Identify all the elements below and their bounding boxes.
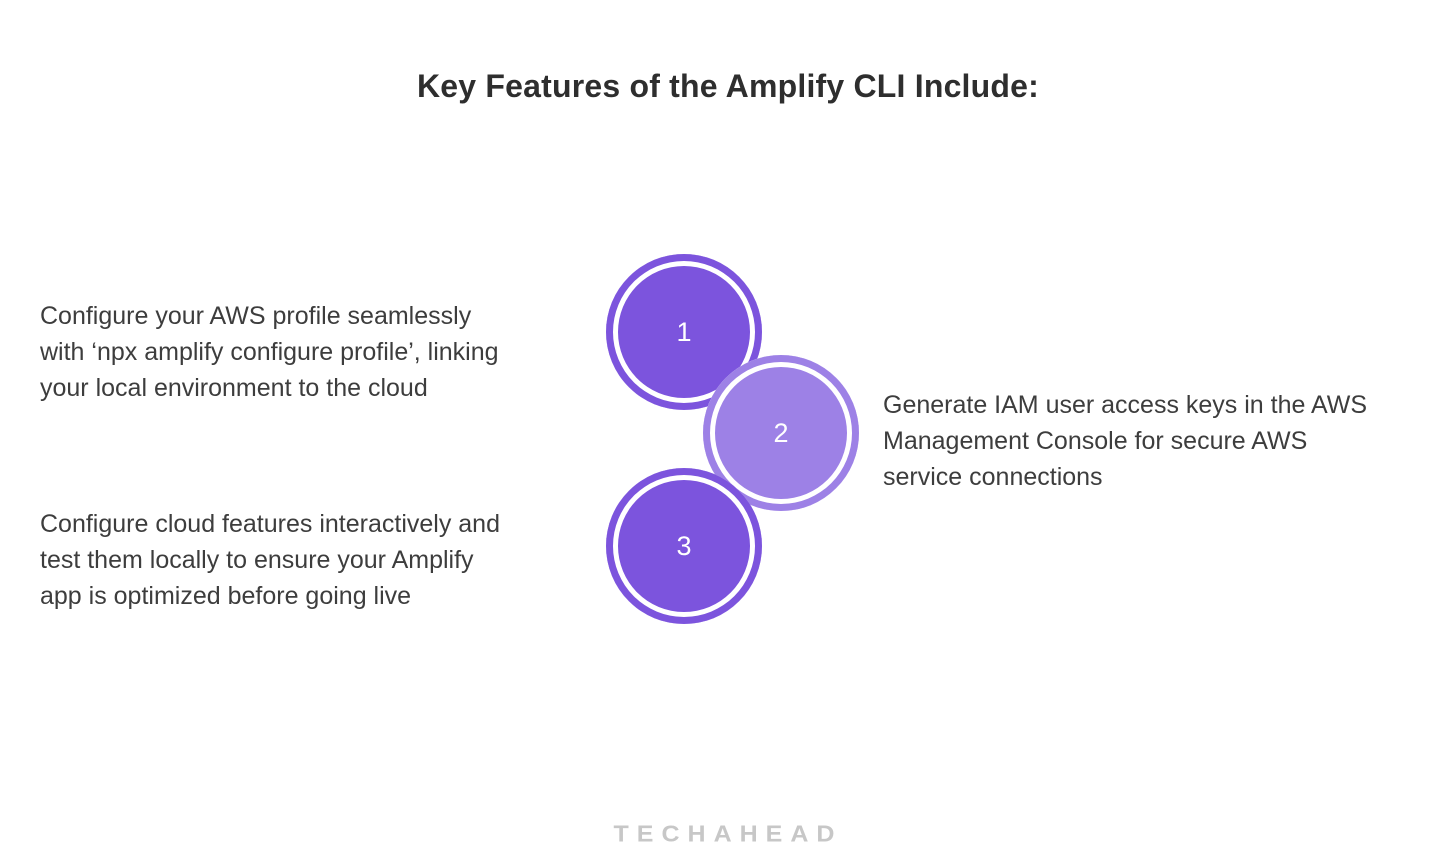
page-title: Key Features of the Amplify CLI Include: xyxy=(416,68,1039,104)
techahead-logo: TECHAHEAD xyxy=(613,821,843,847)
step-2-description: Generate IAM user access keys in the AWS… xyxy=(883,387,1367,495)
step-1-description-line: your local environment to the cloud xyxy=(40,374,428,402)
step-2-number: 2 xyxy=(773,417,789,448)
step-1-number: 1 xyxy=(676,316,692,347)
step-3-number: 3 xyxy=(676,530,692,561)
step-1-description: Configure your AWS profile seamlessly wi… xyxy=(40,298,499,406)
step-1-description-line: with ‘npx amplify configure profile’, li… xyxy=(40,338,499,366)
step-2-description-line: Management Console for secure AWS xyxy=(883,427,1308,455)
step-3-description: Configure cloud features interactively a… xyxy=(40,506,500,614)
step-3-circle: 3 xyxy=(606,468,762,624)
step-3-description-line: Configure cloud features interactively a… xyxy=(40,510,500,538)
step-3-description-line: test them locally to ensure your Amplify xyxy=(40,546,474,574)
step-2-description-line: service connections xyxy=(883,463,1103,491)
step-1-description-line: Configure your AWS profile seamlessly xyxy=(40,302,472,330)
step-3-description-line: app is optimized before going live xyxy=(40,582,412,610)
step-2-description-line: Generate IAM user access keys in the AWS xyxy=(883,391,1367,419)
